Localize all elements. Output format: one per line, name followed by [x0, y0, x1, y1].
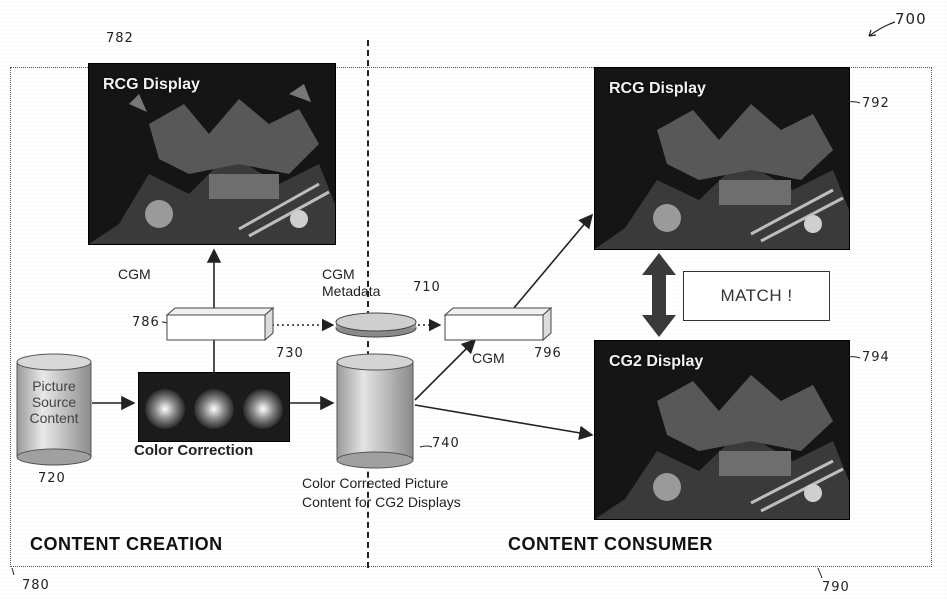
cgm-top-label: CGM	[118, 266, 151, 282]
consumer-rcg-ref: 792	[862, 96, 890, 111]
content-consumer-label: CONTENT CONSUMER	[508, 534, 713, 554]
corrected-line-1: Color Corrected Picture	[302, 475, 449, 491]
cgm-box-ref: 786	[132, 315, 160, 330]
corrected-content-cylinder	[336, 353, 414, 469]
consumer-cg2-ref: 794	[862, 350, 890, 365]
color-correction-ref: 730	[276, 346, 304, 361]
scene-thumbnail	[595, 341, 849, 519]
consumer-section-ref: 790	[822, 580, 850, 595]
display-title: RCG Display	[103, 76, 200, 93]
figure-number-pointer	[868, 21, 896, 37]
creation-display-ref: 782	[106, 31, 134, 46]
section-divider	[367, 40, 369, 568]
color-wheels	[145, 389, 283, 429]
metadata-line-2: Metadata	[322, 283, 381, 299]
consumer-cg2-display: CG2 Display	[594, 340, 850, 520]
figure-number: 700	[895, 10, 927, 28]
consumer-cgm-label: CGM	[472, 350, 505, 366]
corrected-content-label: Color Corrected Picture Content for CG2 …	[302, 474, 461, 512]
cgm-box	[165, 306, 275, 342]
consumer-rcg-display: RCG Display	[594, 67, 850, 250]
source-content-label: Picture Source Content	[18, 378, 90, 426]
scene-thumbnail	[595, 68, 849, 249]
metadata-line-1: CGM	[322, 266, 355, 282]
source-ref: 720	[38, 471, 66, 486]
corrected-ref: 740	[432, 436, 460, 451]
scene-thumbnail	[89, 64, 335, 244]
creation-rcg-display: RCG Display	[88, 63, 336, 245]
corrected-line-2: Content for CG2 Displays	[302, 494, 461, 510]
consumer-cgm-ref: 796	[534, 346, 562, 361]
color-correction-image	[138, 372, 290, 442]
source-line-2: Source	[31, 394, 77, 410]
display-title: RCG Display	[609, 80, 706, 97]
consumer-cgm-box	[443, 306, 553, 342]
creation-section-ref: 780	[22, 578, 50, 593]
match-label-box: MATCH !	[683, 271, 830, 321]
color-correction-label: Color Correction	[134, 442, 254, 459]
display-title: CG2 Display	[609, 353, 704, 370]
source-content-cylinder	[16, 353, 92, 466]
source-line-1: Picture	[32, 378, 76, 394]
content-creation-label: CONTENT CREATION	[30, 534, 223, 554]
source-line-3: Content	[29, 410, 79, 426]
metadata-label: CGM Metadata	[322, 266, 380, 300]
metadata-disk	[335, 312, 417, 338]
metadata-ref: 710	[413, 280, 441, 295]
diagram-frame	[10, 67, 932, 567]
match-double-arrow	[642, 253, 676, 337]
